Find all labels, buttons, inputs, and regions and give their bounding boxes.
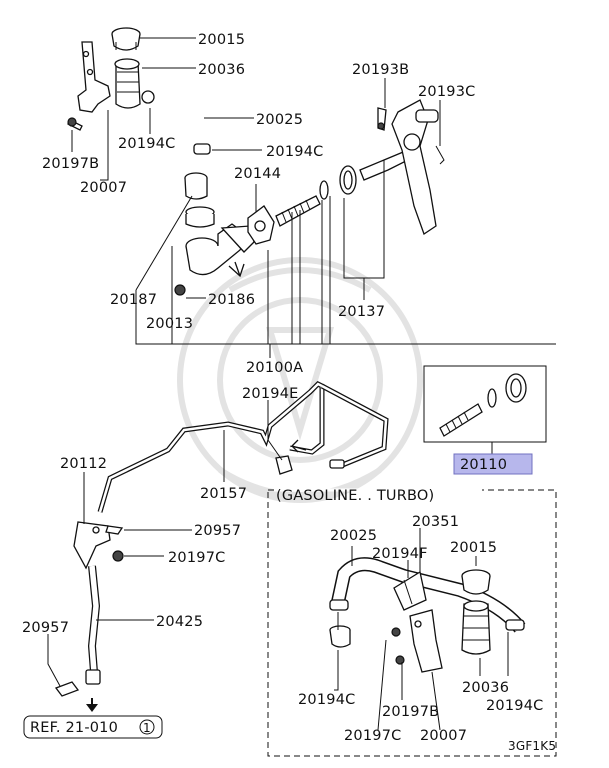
label-20112: 20112 [60, 456, 107, 472]
label-20137: 20137 [338, 304, 385, 320]
inset-label-20194c-left: 20194C [298, 692, 355, 708]
turbo-inset [267, 488, 557, 757]
inset-label-20015: 20015 [450, 540, 497, 556]
label-20193b: 20193B [352, 62, 409, 78]
label-20187: 20187 [110, 292, 157, 308]
gasket-part [247, 205, 275, 245]
leader-lines-upper [71, 37, 556, 358]
piston-spring-part [275, 165, 357, 227]
label-20025: 20025 [256, 112, 303, 128]
inset-title: (GASOLINE. . TURBO) [276, 488, 434, 504]
label-20007: 20007 [80, 180, 127, 196]
inset-label-20007: 20007 [420, 728, 467, 744]
inset-label-20197b: 20197B [382, 704, 439, 720]
label-20957-upper: 20957 [194, 523, 241, 539]
label-20194c-upper-right: 20194C [266, 144, 323, 160]
repair-kit-box [423, 365, 547, 456]
hose-part [141, 83, 211, 155]
label-20100a: 20100A [246, 360, 303, 376]
label-20197b: 20197B [42, 156, 99, 172]
ref-circle-label: 1 [143, 721, 151, 735]
label-20425: 20425 [156, 614, 203, 630]
bracket-part [67, 41, 111, 131]
part-20110-highlight[interactable] [453, 453, 533, 475]
label-20197c: 20197C [168, 550, 225, 566]
inset-label-20197c: 20197C [344, 728, 401, 744]
figure-code: 3GF1K5 [508, 739, 556, 753]
label-20144: 20144 [234, 166, 281, 182]
reservoir-cap-part [111, 27, 141, 51]
label-20957-lower: 20957 [22, 620, 69, 636]
pedal-part [359, 99, 445, 236]
label-20194e: 20194E [242, 386, 299, 402]
label-20157: 20157 [200, 486, 247, 502]
master-cylinder-part [174, 172, 255, 296]
label-20015: 20015 [198, 32, 245, 48]
label-20036: 20036 [198, 62, 245, 78]
reservoir-part [114, 58, 141, 109]
reference-box [23, 715, 163, 739]
leader-lines-lower [47, 400, 283, 687]
inset-label-20194f: 20194F [372, 546, 428, 562]
inset-label-20036: 20036 [462, 680, 509, 696]
label-20110: 20110 [460, 457, 507, 473]
clutch-pipe-part [54, 380, 389, 712]
inset-label-20025: 20025 [330, 528, 377, 544]
ref-label: REF. 21-010 [30, 720, 118, 736]
label-20194c-upper-left: 20194C [118, 136, 175, 152]
inset-label-20194c-right: 20194C [486, 698, 543, 714]
label-20186: 20186 [208, 292, 255, 308]
label-20193c: 20193C [418, 84, 475, 100]
inset-label-20351: 20351 [412, 514, 459, 530]
label-20013: 20013 [146, 316, 193, 332]
